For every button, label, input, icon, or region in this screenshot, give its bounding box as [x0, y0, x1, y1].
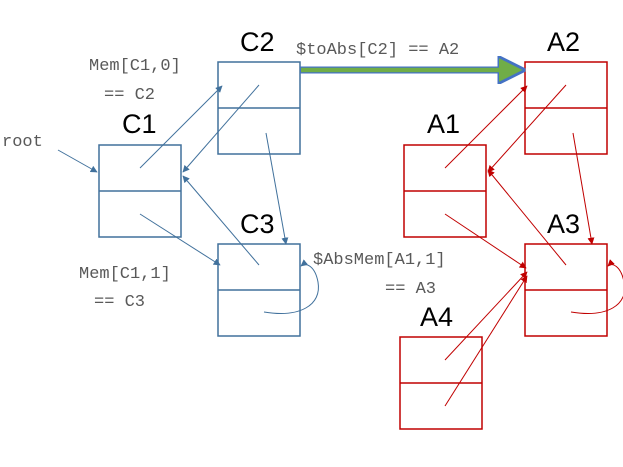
- label-c1: C1: [122, 109, 157, 139]
- edge-a1-a2: [444, 85, 528, 169]
- label-absmem-line1: $AbsMem[A1,1]: [313, 251, 446, 270]
- edge-a4-a3-top: [444, 271, 528, 361]
- label-a4: A4: [420, 302, 453, 332]
- edge-a3-self: [570, 259, 623, 314]
- node-a2: [524, 61, 608, 155]
- node-a4: [399, 336, 483, 430]
- label-c2: C2: [240, 27, 275, 57]
- edge-a2-a1: [487, 84, 567, 173]
- node-a1: [403, 144, 487, 238]
- edge-c3-c1: [182, 175, 260, 266]
- label-a1: A1: [427, 109, 460, 139]
- label-mem-c1-1-line2: == C3: [94, 293, 145, 312]
- edge-c1-c2: [139, 85, 223, 169]
- edge-a1-a3: [444, 213, 527, 269]
- node-c3: [217, 243, 301, 337]
- label-a2: A2: [547, 27, 580, 57]
- edge-c1-c3: [139, 213, 221, 266]
- label-mem-c1-0-line1: Mem[C1,0]: [89, 57, 181, 76]
- label-c3: C3: [240, 209, 275, 239]
- node-a3: [524, 243, 608, 337]
- edge-a2-a3: [572, 132, 595, 245]
- edge-c2-c3: [265, 132, 289, 245]
- node-c2: [217, 61, 301, 155]
- label-a3: A3: [547, 209, 580, 239]
- label-to-abs: $toAbs[C2] == A2: [296, 41, 459, 60]
- label-mem-c1-0-line2: == C2: [104, 86, 155, 105]
- edge-root-c1: [57, 149, 98, 173]
- label-absmem-line2: == A3: [385, 280, 436, 299]
- edge-c2-c1: [182, 84, 260, 173]
- edge-a4-a3-bottom: [444, 275, 528, 407]
- node-c1: [98, 144, 182, 238]
- edge-c3-self: [263, 259, 319, 314]
- label-mem-c1-1-line1: Mem[C1,1]: [79, 265, 171, 284]
- label-root: root: [2, 133, 43, 152]
- edge-a3-a1: [487, 169, 567, 266]
